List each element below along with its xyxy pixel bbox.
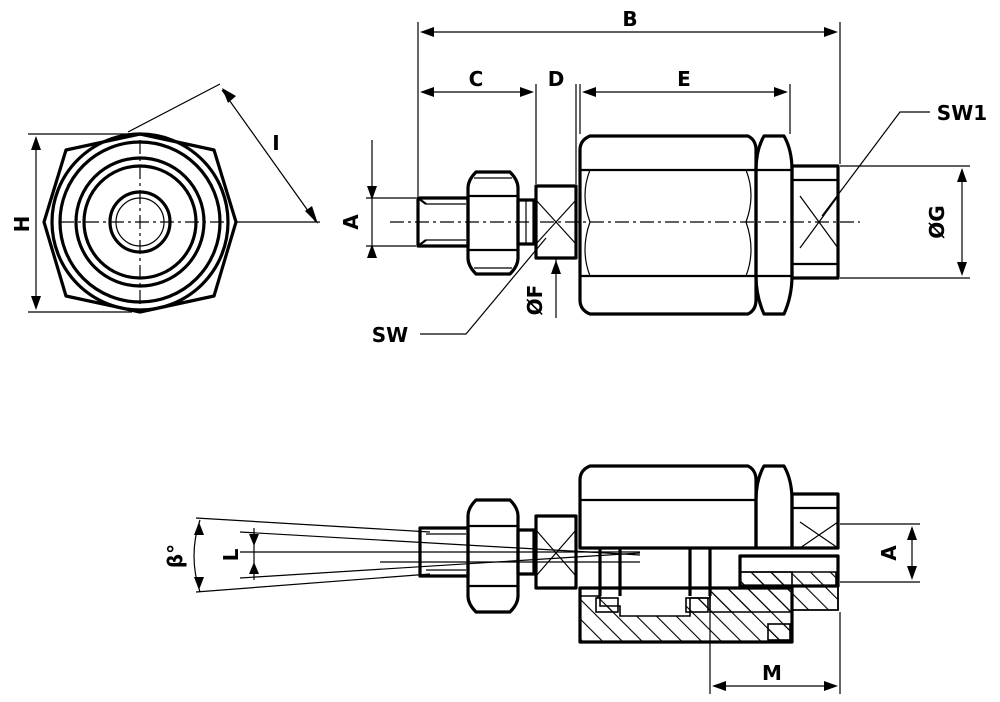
label-C: C xyxy=(469,67,484,91)
label-F: ØF xyxy=(523,285,547,316)
label-A-top: A xyxy=(339,214,363,230)
second-hex xyxy=(754,134,794,316)
label-I: I xyxy=(272,131,279,155)
label-M: M xyxy=(762,661,782,685)
section-lock-nut xyxy=(466,498,520,614)
output-fitting-SW1 xyxy=(790,164,840,280)
label-D: D xyxy=(548,67,565,91)
label-B: B xyxy=(622,7,637,31)
section-main-body xyxy=(578,464,758,550)
main-hex-body xyxy=(578,134,758,316)
label-A-bottom: A xyxy=(877,545,901,561)
section-pin xyxy=(738,554,840,588)
section-view: β° L xyxy=(163,464,920,694)
lock-nut xyxy=(466,170,520,276)
label-SW: SW xyxy=(372,323,408,347)
end-view: H I xyxy=(10,83,320,314)
label-SW1: SW1 xyxy=(937,101,987,125)
label-H: H xyxy=(10,216,34,233)
side-view: B C D E A ØG ØF xyxy=(339,7,987,347)
label-beta: β° xyxy=(163,544,187,568)
end-view-hex xyxy=(42,132,238,314)
label-G: ØG xyxy=(925,205,949,238)
label-L: L xyxy=(219,548,243,561)
label-E: E xyxy=(677,67,691,91)
